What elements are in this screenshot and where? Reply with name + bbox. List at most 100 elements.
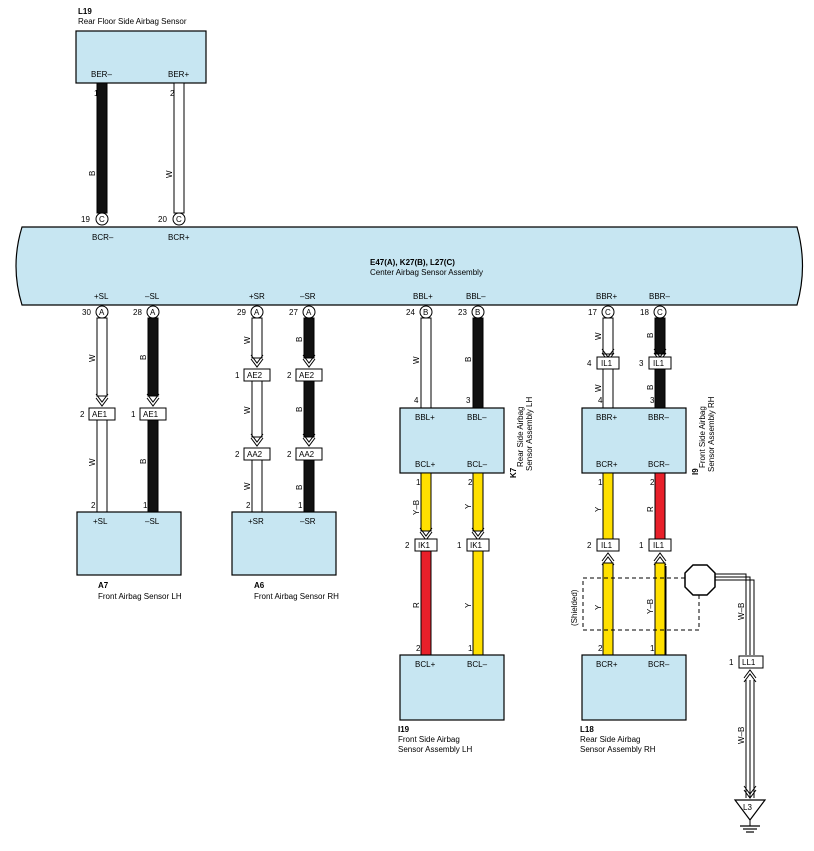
- pin-num-bbr-minus: 18: [640, 308, 649, 317]
- conn-c-label: C: [176, 215, 182, 224]
- wire-sl-plus-lower: [96, 419, 108, 513]
- a7-code: A7: [98, 581, 109, 590]
- center-airbag-sensor-box: [15, 226, 804, 306]
- pin-num-a6-right: 1: [298, 501, 303, 510]
- l18-name-line1: Rear Side Airbag: [580, 735, 640, 744]
- conn-c-label: C: [99, 215, 105, 224]
- conn-c-label: C: [657, 308, 663, 317]
- pin-label-sl-plus: +SL: [94, 292, 109, 301]
- center-name: Center Airbag Sensor Assembly: [370, 268, 483, 277]
- center-code: E47(A), K27(B), L27(C): [370, 258, 455, 267]
- pin-num-a7-left: 2: [91, 501, 96, 510]
- pin-label-k7-bbl-minus: BBL–: [467, 413, 487, 422]
- wire-label-yb: Y–B: [646, 599, 655, 614]
- pin-num-ik1-left: 2: [405, 541, 410, 550]
- wire-label-b: B: [295, 337, 304, 342]
- wire-sr-plus-mid: [251, 380, 263, 438]
- wire-label-y: Y: [464, 503, 473, 509]
- pin-num-il1-bot-left: 2: [587, 541, 592, 550]
- wire-label-w: W: [243, 336, 252, 344]
- pin-num-il1-top-right: 3: [639, 359, 644, 368]
- pin-label-a6-plus: +SR: [248, 517, 264, 526]
- arrow-icon: [250, 437, 264, 447]
- pin-label-a6-minus: –SR: [300, 517, 316, 526]
- wire-label-w: W: [594, 332, 603, 340]
- pin-num-sr-plus: 29: [237, 308, 246, 317]
- wire-bcl-minus-upper: [472, 472, 484, 532]
- arrow-icon: [471, 527, 485, 537]
- pin-num-i9-top-right: 3: [650, 396, 655, 405]
- wire-sr-minus-mid: [303, 380, 315, 438]
- wire-sl-minus-lower: [147, 419, 159, 513]
- arrow-icon: [146, 393, 160, 403]
- arrow-icon: [419, 527, 433, 537]
- l19-rear-code: L19: [78, 7, 92, 16]
- pin-label-bbr-minus: BBR–: [649, 292, 670, 301]
- i9-code: I9: [691, 468, 700, 475]
- wire-sl-plus-upper: [96, 317, 108, 397]
- pin-label-bcr-minus: BCR–: [92, 233, 114, 242]
- conn-il1-label: IL1: [601, 359, 613, 368]
- shield-octagon-icon: [684, 564, 716, 596]
- pin-num-k7-bot-left: 1: [416, 478, 421, 487]
- pin-label-a7-minus: –SL: [145, 517, 160, 526]
- connector-ll1: [738, 655, 764, 669]
- wire-label-w: W: [412, 356, 421, 364]
- i19-name-line1: Front Side Airbag: [398, 735, 460, 744]
- arrow-icon: [250, 433, 264, 443]
- arrow-icon: [302, 433, 316, 443]
- shielded-label: (Shielded): [570, 589, 579, 626]
- arrow-icon: [743, 673, 757, 683]
- l19-rear-name: Rear Floor Side Airbag Sensor: [78, 17, 187, 26]
- pin-label-a7-plus: +SL: [93, 517, 108, 526]
- wire-label-b: B: [464, 357, 473, 362]
- pin-label-i19-plus: BCL+: [415, 660, 436, 669]
- i9-name-line2: Sensor Assembly RH: [707, 396, 716, 472]
- connector-il1-bot-left: [596, 538, 620, 552]
- pin-label-bbl-minus: BBL–: [466, 292, 486, 301]
- k7-name-line1: Rear Side Airbag: [516, 407, 525, 467]
- conn-a-label: A: [150, 308, 156, 317]
- pin-num-sl-plus: 30: [82, 308, 91, 317]
- wire-label-wb: W–B: [737, 727, 746, 744]
- pin-num-k7-bot-right: 2: [468, 478, 473, 487]
- wire-label-w: W: [165, 170, 174, 178]
- arrow-icon: [302, 437, 316, 447]
- pin-label-i9-bcr-minus: BCR–: [648, 460, 670, 469]
- arrow-icon: [601, 552, 615, 562]
- pin-label-k7-bcl-minus: BCL–: [467, 460, 488, 469]
- arrow-icon: [95, 397, 109, 407]
- arrow-icon: [95, 393, 109, 403]
- wire-i19-minus-yellow: [472, 550, 484, 656]
- wire-bbl-plus: [420, 317, 432, 409]
- wire-label-y: Y: [594, 604, 603, 610]
- pin-label-k7-bcl-plus: BCL+: [415, 460, 436, 469]
- pin-label-bcr-plus: BCR+: [168, 233, 190, 242]
- a6-code: A6: [254, 581, 265, 590]
- conn-ae2-label: AE2: [247, 371, 263, 380]
- pin-num-ber-plus: 2: [170, 89, 175, 98]
- arrow-icon: [743, 669, 757, 679]
- wire-bbr-minus-lower: [654, 368, 666, 409]
- connector-il1-bot-right: [648, 538, 672, 552]
- pin-num-i19-right: 1: [468, 644, 473, 653]
- k7-code: K7: [509, 467, 518, 478]
- conn-ll1-label: LL1: [742, 658, 756, 667]
- wire-label-w: W: [243, 406, 252, 414]
- pin-label-i9-bbr-plus: BBR+: [596, 413, 617, 422]
- wire-l18-plus-yellow: [602, 562, 614, 656]
- conn-c-label: C: [605, 308, 611, 317]
- wire-bbr-plus-lower: [602, 368, 614, 409]
- pin-num-bcr-minus: 19: [81, 215, 90, 224]
- arrow-icon: [302, 358, 316, 368]
- pin-num-i9-top-left: 4: [598, 396, 603, 405]
- arrow-icon: [601, 556, 615, 566]
- wb-wire-outer: [715, 573, 747, 655]
- conn-il1-label: IL1: [653, 541, 665, 550]
- a6-name: Front Airbag Sensor RH: [254, 592, 339, 601]
- wire-label-w: W: [88, 354, 97, 362]
- pin-num-bbl-minus: 23: [458, 308, 467, 317]
- pin-label-bbl-plus: BBL+: [413, 292, 433, 301]
- l18-rear-side-airbag-sensor-rh-box: [581, 654, 687, 721]
